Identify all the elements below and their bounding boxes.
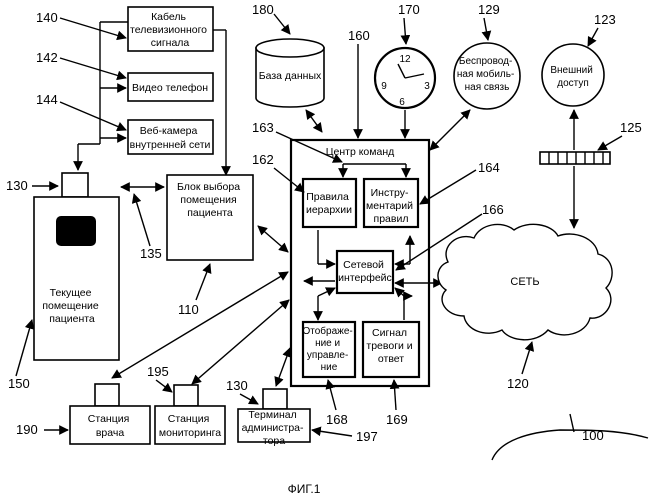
svg-text:Беспровод- ная мобиль-: Беспровод- ная мобиль- ная связь	[457, 56, 517, 93]
ref-166: 166	[482, 202, 504, 217]
ref-135: 135	[140, 246, 162, 261]
wireless-circle: Беспровод- ная мобиль- ная связь	[454, 43, 520, 109]
ref-170: 170	[398, 2, 420, 17]
ref-168: 168	[326, 412, 348, 427]
svg-text:Центр команд: Центр команд	[326, 146, 395, 158]
ref-150: 150	[8, 376, 30, 391]
svg-text:3: 3	[424, 81, 430, 92]
ref-125: 125	[620, 120, 642, 135]
ref-130-bottom: 130	[226, 378, 248, 393]
ref-190: 190	[16, 422, 38, 437]
svg-text:Правила иерархии: Правила иерархии	[306, 191, 352, 216]
doctor-station: Станция врача	[70, 384, 150, 444]
cable-tv-box: Кабель телевизионного сигнала	[128, 7, 213, 51]
patient-room-device: Текущее помещение пациента	[34, 173, 119, 360]
svg-text:База данных: База данных	[259, 70, 322, 82]
ref-110: 110	[178, 302, 199, 317]
svg-text:Видео телефон: Видео телефон	[132, 82, 208, 94]
ref-169: 169	[386, 412, 408, 427]
ref-144: 144	[36, 92, 58, 107]
database-cylinder: База данных	[256, 39, 324, 107]
ref-164: 164	[478, 160, 500, 175]
clock-icon: 12 3 6 9	[375, 48, 435, 108]
ref-120: 120	[507, 376, 529, 391]
ref-140: 140	[36, 10, 58, 25]
ref-163: 163	[252, 120, 274, 135]
svg-text:СЕТЬ: СЕТЬ	[510, 276, 539, 288]
ref-197: 197	[356, 429, 378, 444]
ref-180: 180	[252, 2, 274, 17]
video-phone-box: Видео телефон	[128, 73, 213, 101]
admin-terminal: Терминал администра- тора	[238, 389, 310, 447]
webcam-box: Веб-камера внутренней сети	[128, 120, 213, 154]
ref-160: 160	[348, 28, 370, 43]
svg-text:Текущее помещение: Текущее помещение пациента	[42, 287, 101, 325]
ref-130-top: 130	[6, 178, 28, 193]
external-access-circle: Внешний доступ	[542, 44, 604, 106]
ref-142: 142	[36, 50, 58, 65]
ref-195: 195	[147, 364, 169, 379]
ref-162: 162	[252, 152, 274, 167]
svg-text:9: 9	[381, 81, 387, 92]
ref-129: 129	[478, 2, 500, 17]
svg-text:12: 12	[399, 54, 411, 65]
monitoring-station: Станция мониторинга	[155, 385, 225, 444]
svg-text:Инстру- ментарий п: Инстру- ментарий правил	[366, 187, 416, 225]
svg-text:Сетевой интерфейс: Сетевой интерфейс	[338, 259, 392, 284]
ref-100: 100	[582, 428, 604, 443]
network-cloud: СЕТЬ	[438, 224, 612, 339]
svg-text:6: 6	[399, 97, 405, 108]
figure-caption: ФИГ.1	[288, 482, 321, 496]
firewall-bar	[540, 152, 610, 164]
room-select-box: Блок выбора помещения пациента	[167, 175, 253, 260]
ref-123: 123	[594, 12, 616, 27]
